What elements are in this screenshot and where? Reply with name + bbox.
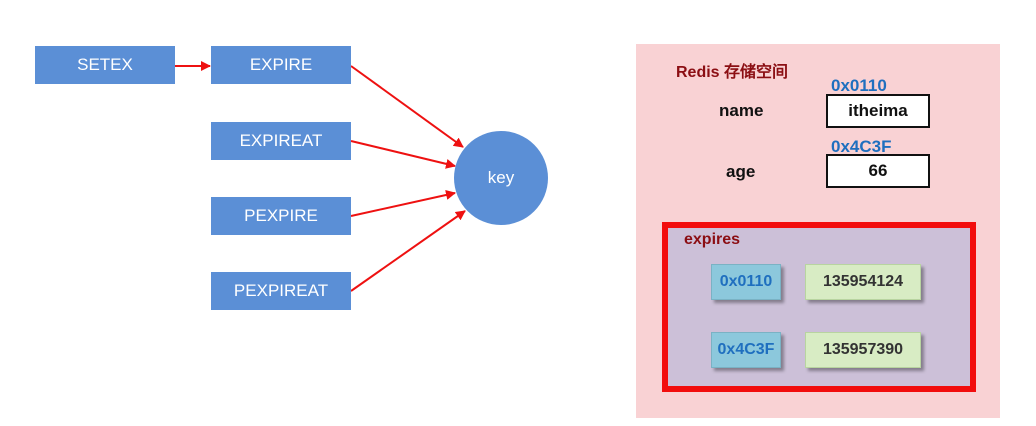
- setex-label: SETEX: [77, 55, 133, 74]
- redis-title: Redis 存储空间: [676, 64, 789, 81]
- pexpireat-label: PEXPIREAT: [233, 281, 329, 300]
- expires-time-2-text: 135957390: [822, 341, 904, 358]
- pexpireat-box: PEXPIREAT: [211, 272, 351, 310]
- name-label: name: [719, 101, 764, 120]
- pexpire-box: PEXPIRE: [211, 197, 351, 235]
- expires-address-1-text: 0x0110: [719, 273, 773, 290]
- key-node: key: [454, 131, 548, 225]
- expireat-box: EXPIREAT: [211, 122, 351, 160]
- expire-box: EXPIRE: [211, 46, 351, 84]
- expireat-label: EXPIREAT: [239, 131, 323, 150]
- expires-time-1-text: 135954124: [822, 273, 904, 290]
- expires-title: expires: [684, 231, 741, 248]
- expires-address-2-text: 0x4C3F: [717, 341, 775, 358]
- arrow-pexpireat-to-key: [350, 210, 466, 292]
- arrow-expire-to-key: [350, 65, 464, 148]
- age-value: 66: [868, 161, 888, 180]
- expires-address-2: 0x4C3F: [711, 332, 781, 368]
- age-address: 0x4C3F: [831, 137, 892, 156]
- age-label: age: [726, 162, 756, 181]
- key-label: key: [487, 168, 515, 187]
- expires-time-2: 135957390: [805, 332, 921, 368]
- name-value-box: itheima: [826, 94, 930, 128]
- expire-label: EXPIRE: [249, 55, 313, 74]
- name-value: itheima: [848, 101, 908, 120]
- expires-time-1: 135954124: [805, 264, 921, 300]
- pexpire-label: PEXPIRE: [244, 206, 318, 225]
- age-value-box: 66: [826, 154, 930, 188]
- arrow-pexpire-to-key: [350, 190, 456, 217]
- arrow-expireat-to-key: [350, 140, 456, 169]
- name-address: 0x0110: [831, 76, 887, 95]
- expires-address-1: 0x0110: [711, 264, 781, 300]
- setex-box: SETEX: [35, 46, 175, 84]
